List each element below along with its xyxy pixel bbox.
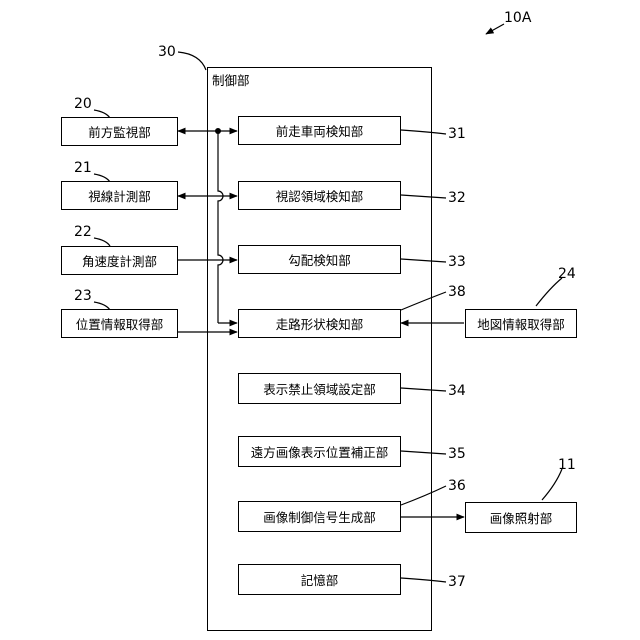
position-info-block: 位置情報取得部 (61, 309, 178, 338)
ref-36: 36 (448, 478, 466, 494)
ref-33: 33 (448, 254, 466, 270)
visible-area-detector-block: 視認領域検知部 (238, 181, 401, 210)
figure-ref: 10A (504, 10, 531, 26)
distant-image-position-correction-block: 遠方画像表示位置補正部 (238, 436, 401, 467)
memory-block: 記憶部 (238, 564, 401, 595)
gaze-measurement-block: 視線計測部 (61, 181, 178, 210)
ref-32: 32 (448, 190, 466, 206)
angular-velocity-block: 角速度計測部 (61, 246, 178, 275)
ref-23: 23 (74, 288, 92, 304)
ref-22: 22 (74, 224, 92, 240)
gradient-detector-block: 勾配検知部 (238, 245, 401, 274)
ref-35: 35 (448, 446, 466, 462)
preceding-vehicle-detector-block: 前走車両検知部 (238, 116, 401, 145)
ref-24: 24 (558, 266, 576, 282)
ref-31: 31 (448, 126, 466, 142)
controller-ref: 30 (158, 44, 176, 60)
ref-37: 37 (448, 574, 466, 590)
ref-20: 20 (74, 96, 92, 112)
ref-21: 21 (74, 160, 92, 176)
display-prohibited-area-block: 表示禁止領域設定部 (238, 373, 401, 404)
road-shape-detector-block: 走路形状検知部 (238, 309, 401, 338)
ref-34: 34 (448, 383, 466, 399)
forward-monitor-block: 前方監視部 (61, 117, 178, 146)
controller-title: 制御部 (212, 70, 250, 89)
image-irradiation-block: 画像照射部 (465, 502, 577, 533)
ref-38: 38 (448, 284, 466, 300)
image-control-signal-block: 画像制御信号生成部 (238, 501, 401, 532)
ref-11: 11 (558, 457, 576, 473)
map-info-block: 地図情報取得部 (465, 309, 577, 338)
controller-frame (207, 67, 432, 631)
